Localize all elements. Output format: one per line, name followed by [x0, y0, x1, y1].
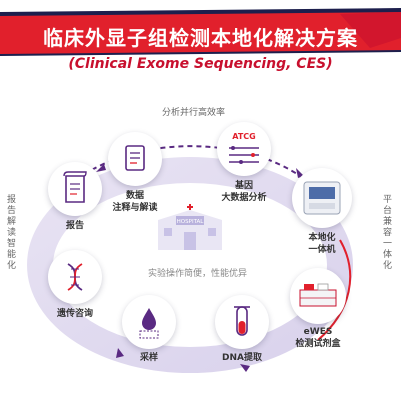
- document-scroll-icon: [125, 145, 145, 171]
- node-machine-label-1: 本地化: [308, 233, 336, 243]
- node-machine: [292, 168, 352, 228]
- node-bigdata-label-1: 基因: [234, 181, 253, 191]
- node-machine-label-2: 一体机: [308, 245, 336, 255]
- node-report-label: 报告: [58, 220, 92, 232]
- node-bigdata-label-2: 大数据分析: [221, 193, 267, 203]
- node-counsel-label: 遗传咨询: [48, 308, 102, 320]
- node-machine-label: 本地化 一体机: [298, 232, 346, 256]
- test-tube-icon: [234, 306, 250, 336]
- ring-label-right: 平台兼容一体化: [382, 195, 392, 271]
- circuit-atcg-icon: ATCG: [229, 132, 259, 164]
- center-caption: 实验操作简便，性能优异: [148, 269, 248, 279]
- node-sample-label: 采样: [126, 352, 172, 364]
- node-sample: [122, 295, 176, 349]
- hospital-icon: HOSPITAL: [158, 204, 222, 250]
- node-kit: [290, 268, 346, 324]
- node-kit-label: eWES 检测试剂盒: [290, 326, 346, 350]
- dna-helix-icon: [67, 263, 83, 291]
- node-annotation-label-1: 数据: [125, 191, 144, 201]
- node-annotation: [108, 132, 162, 186]
- ring-label-left: 报告解读智能化: [6, 195, 16, 271]
- node-annotation-label: 数据 注释与解读: [112, 190, 158, 214]
- node-dna-label: DNA提取: [212, 352, 272, 364]
- node-dna-label-1: DNA提取: [222, 353, 262, 363]
- banner-shape: [0, 8, 401, 56]
- node-sample-label-1: 采样: [139, 353, 158, 363]
- reagent-kit-icon: [299, 283, 337, 307]
- workflow-diagram: 分析并行高效率 报告解读智能化 平台兼容一体化 HOSPITAL 实验操作简便，…: [0, 90, 401, 404]
- ring-label-top: 分析并行高效率: [162, 108, 226, 118]
- node-kit-label-1: eWES: [303, 327, 333, 337]
- node-annotation-label-2: 注释与解读: [112, 203, 158, 213]
- blood-drop-icon: [139, 308, 159, 339]
- node-counsel: [48, 250, 102, 304]
- hospital-sign: HOSPITAL: [177, 219, 205, 225]
- page-title: 临床外显子组检测本地化解决方案: [43, 26, 358, 50]
- node-bigdata: ATCG: [217, 122, 271, 176]
- node-kit-label-2: 检测试剂盒: [295, 339, 341, 349]
- node-counsel-label-1: 遗传咨询: [56, 309, 93, 319]
- header-banner: [0, 8, 401, 78]
- report-scroll-icon: [63, 171, 87, 203]
- node-bigdata-label: 基因 大数据分析: [217, 180, 271, 204]
- node-dna: [215, 295, 269, 349]
- node-report-label-1: 报告: [65, 221, 84, 231]
- sequencer-machine-icon: [303, 181, 341, 215]
- atcg-badge: ATCG: [232, 132, 255, 141]
- page-subtitle: (Clinical Exome Sequencing, CES): [68, 56, 333, 72]
- node-report: [48, 162, 102, 216]
